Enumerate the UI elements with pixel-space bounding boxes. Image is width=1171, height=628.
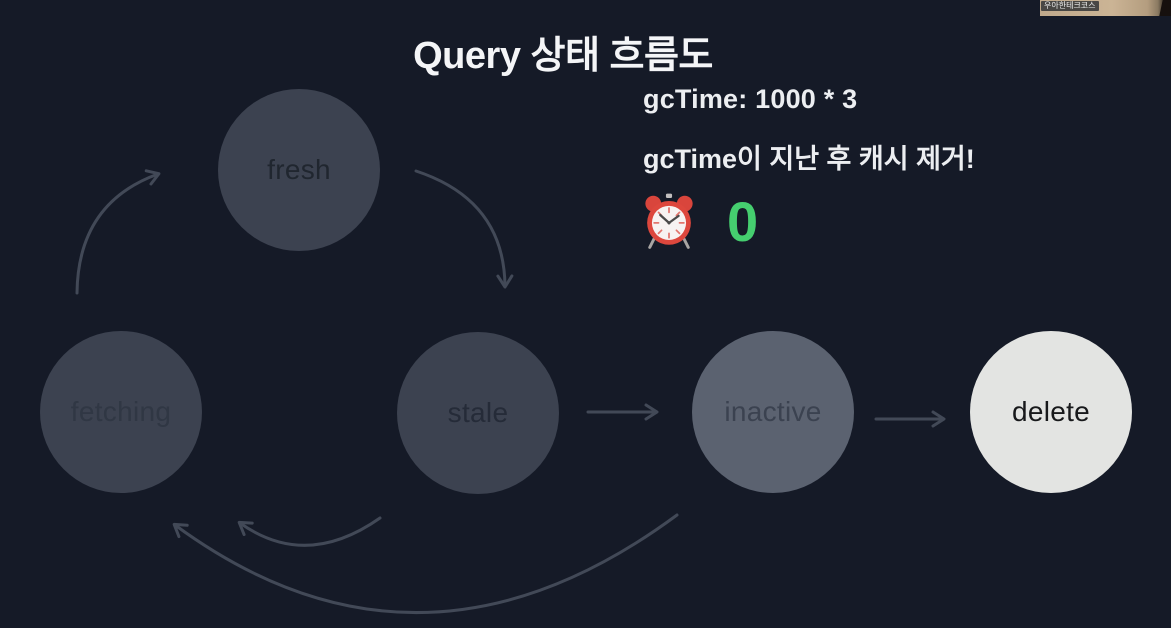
state-node-delete: delete bbox=[970, 331, 1132, 493]
gctime-value-text: gcTime: 1000 * 3 bbox=[643, 84, 858, 114]
webcam-person-silhouette bbox=[1159, 0, 1171, 16]
edge-fetching-to-fresh bbox=[75, 169, 161, 295]
webcam-name-badge: 우아한테크코스 bbox=[1041, 1, 1099, 11]
edge-stale-to-fetching bbox=[237, 516, 382, 547]
state-node-stale: stale bbox=[397, 332, 559, 494]
state-node-fresh: fresh bbox=[218, 89, 380, 251]
alarm-clock-icon bbox=[645, 193, 693, 249]
state-node-label: fetching bbox=[70, 396, 172, 427]
state-node-label: delete bbox=[1011, 396, 1091, 427]
timer-count: 0 bbox=[727, 190, 759, 253]
state-node-label: fresh bbox=[267, 154, 331, 185]
state-node-label: inactive bbox=[724, 396, 822, 427]
gctime-description-text: gcTime이 지난 후 캐시 제거! bbox=[643, 144, 975, 174]
slide-title: Query 상태 흐름도 bbox=[413, 35, 713, 77]
state-node-label: stale bbox=[447, 397, 509, 428]
state-node-inactive: inactive bbox=[692, 331, 854, 493]
timer-row: 0 bbox=[641, 193, 758, 251]
webcam-thumbnail[interactable]: 우아한테크코스 bbox=[1040, 0, 1171, 16]
state-node-fetching: fetching bbox=[40, 331, 202, 493]
edge-inactive-to-fetching bbox=[172, 513, 679, 615]
edge-fresh-to-stale bbox=[414, 169, 514, 289]
